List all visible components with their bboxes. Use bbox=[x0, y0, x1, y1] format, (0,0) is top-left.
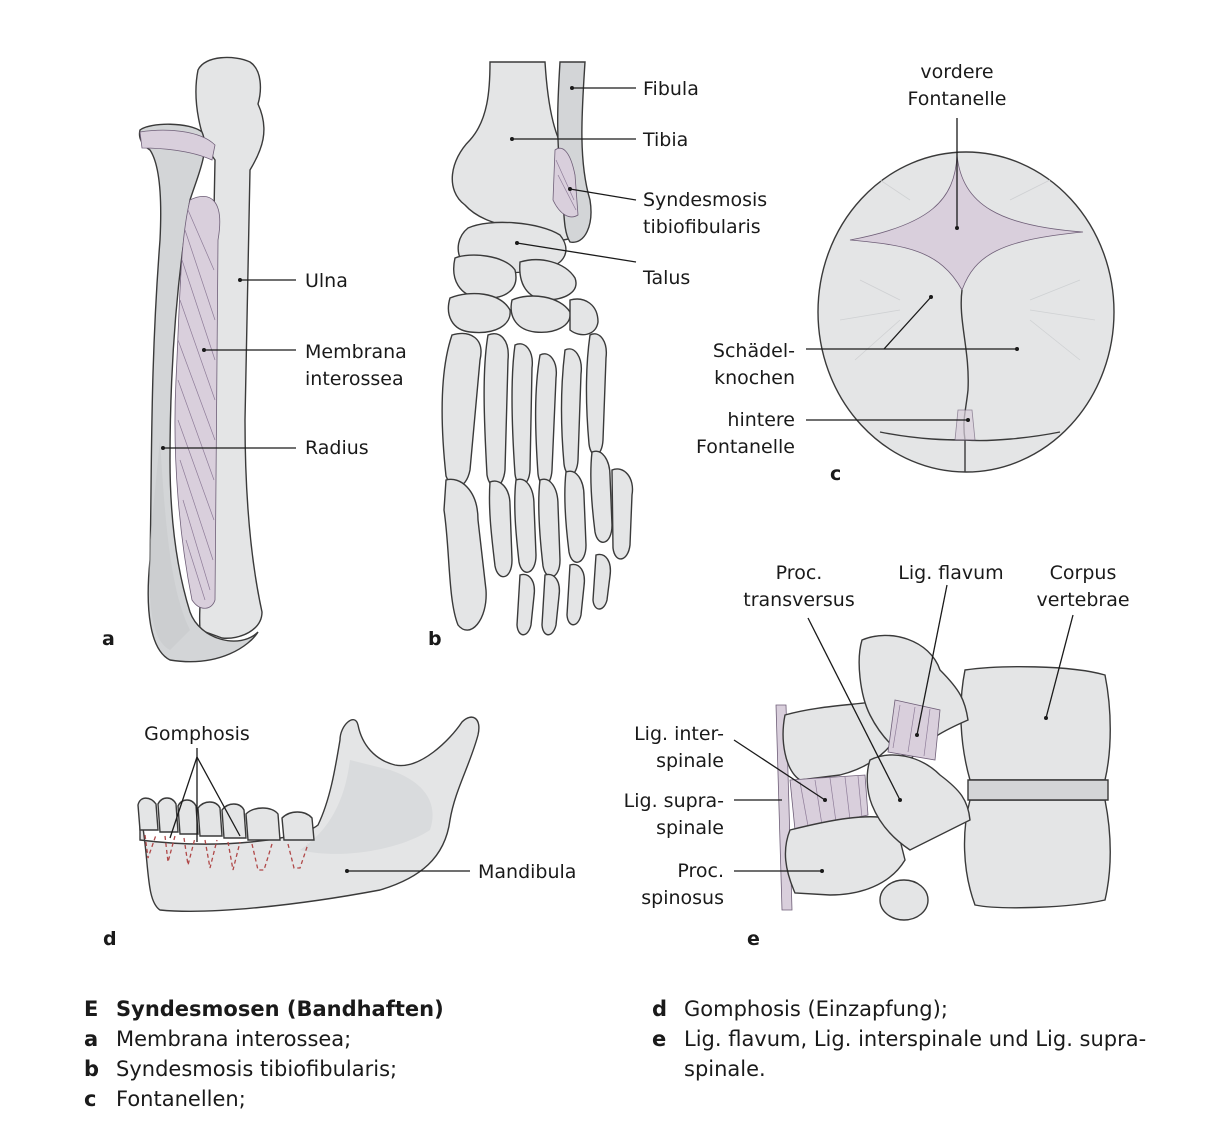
caption-key: a bbox=[84, 1027, 99, 1051]
caption-title: Syndesmosen (Bandhaften) bbox=[116, 997, 444, 1021]
caption-line-c: c Fontanellen; bbox=[84, 1084, 444, 1114]
caption-text: spinale. bbox=[684, 1057, 766, 1081]
foot-rays bbox=[441, 333, 634, 636]
caption-line-b: b Syndesmosis tibiofibularis; bbox=[84, 1054, 444, 1084]
label-membrana-2: interossea bbox=[305, 368, 404, 390]
caption-left: E Syndesmosen (Bandhaften) a Membrana in… bbox=[84, 994, 444, 1114]
membrana-interossea bbox=[174, 196, 220, 609]
caption-text: Gomphosis (Einzapfung); bbox=[684, 997, 948, 1021]
caption-right: d Gomphosis (Einzapfung); e Lig. flavum,… bbox=[652, 994, 1146, 1084]
label-syndesmosis-2: tibiofibularis bbox=[643, 216, 761, 238]
label-lig-interspinale-2: spinale bbox=[656, 750, 724, 772]
posterior-fontanelle bbox=[954, 409, 976, 441]
label-proc-transversus-1: Proc. bbox=[776, 562, 823, 584]
label-schaedel-2: knochen bbox=[714, 367, 795, 389]
label-lig-flavum: Lig. flavum bbox=[898, 562, 1003, 584]
label-lig-supraspinale-1: Lig. supra- bbox=[624, 790, 724, 812]
panel-letter-e: e bbox=[747, 928, 760, 950]
caption-text: Fontanellen; bbox=[116, 1087, 246, 1111]
caption-key: d bbox=[652, 997, 668, 1021]
label-gomphosis: Gomphosis bbox=[144, 723, 250, 745]
caption-line-a: a Membrana interossea; bbox=[84, 1024, 444, 1054]
caption-line-e-cont: spinale. bbox=[652, 1054, 1146, 1084]
caption-line-E: E Syndesmosen (Bandhaften) bbox=[84, 994, 444, 1024]
label-lig-supraspinale-2: spinale bbox=[656, 817, 724, 839]
caption-key: c bbox=[84, 1087, 97, 1111]
label-ulna: Ulna bbox=[305, 270, 348, 292]
caption-text: Lig. flavum, Lig. interspinale und Lig. … bbox=[684, 1027, 1147, 1051]
lig-flavum bbox=[887, 699, 941, 761]
caption-line-e: e Lig. flavum, Lig. interspinale und Lig… bbox=[652, 1024, 1146, 1054]
label-schaedel-1: Schädel- bbox=[713, 340, 795, 362]
panel-b-foot: Fibula Tibia Syndesmosis tibiofibularis … bbox=[428, 61, 767, 650]
label-fibula: Fibula bbox=[643, 78, 699, 100]
label-tibia: Tibia bbox=[642, 129, 688, 151]
label-hintere-2: Fontanelle bbox=[696, 436, 795, 458]
panel-letter-b: b bbox=[428, 628, 442, 650]
label-lig-interspinale-1: Lig. inter- bbox=[634, 723, 724, 745]
caption-text: Membrana interossea; bbox=[116, 1027, 352, 1051]
label-radius: Radius bbox=[305, 437, 369, 459]
label-corpus-1: Corpus bbox=[1050, 562, 1117, 584]
panel-d-mandible: Gomphosis Mandibula d bbox=[103, 716, 576, 950]
syndesmosis-figure: Ulna Membrana interossea Radius a bbox=[102, 56, 1130, 950]
label-talus: Talus bbox=[642, 267, 690, 289]
label-proc-spinosus-1: Proc. bbox=[677, 860, 724, 882]
caption-text: Syndesmosis tibiofibularis; bbox=[116, 1057, 398, 1081]
panel-e-vertebrae: Proc. transversus Lig. flavum Corpus ver… bbox=[624, 562, 1130, 950]
caption-key: e bbox=[652, 1027, 667, 1051]
caption-line-d: d Gomphosis (Einzapfung); bbox=[652, 994, 1146, 1024]
lig-interspinale bbox=[789, 774, 869, 831]
panel-letter-c: c bbox=[830, 463, 841, 485]
label-corpus-2: vertebrae bbox=[1036, 589, 1129, 611]
panel-letter-a: a bbox=[102, 628, 115, 650]
label-vordere-2: Fontanelle bbox=[908, 88, 1007, 110]
label-vordere-1: vordere bbox=[920, 61, 993, 83]
syndesmosis-ligament bbox=[552, 147, 579, 218]
label-proc-transversus-2: transversus bbox=[743, 589, 854, 611]
corpus-vertebrae-upper bbox=[960, 666, 1111, 781]
corpus-vertebrae-lower bbox=[963, 799, 1111, 909]
caption-key: b bbox=[84, 1057, 100, 1081]
panel-a-forearm: Ulna Membrana interossea Radius a bbox=[102, 56, 407, 663]
panel-c-skull: vordere Fontanelle Schädel- knochen hint… bbox=[696, 61, 1115, 485]
mandible-bone bbox=[139, 716, 480, 912]
teeth bbox=[137, 797, 315, 841]
label-hintere-1: hintere bbox=[727, 409, 795, 431]
caption-key: E bbox=[84, 997, 99, 1021]
anterior-fontanelle bbox=[849, 154, 1084, 291]
label-membrana-1: Membrana bbox=[305, 341, 407, 363]
label-proc-spinosus-2: spinosus bbox=[641, 887, 724, 909]
label-mandibula: Mandibula bbox=[478, 861, 576, 883]
panel-letter-d: d bbox=[103, 928, 117, 950]
label-syndesmosis-1: Syndesmosis bbox=[643, 189, 767, 211]
